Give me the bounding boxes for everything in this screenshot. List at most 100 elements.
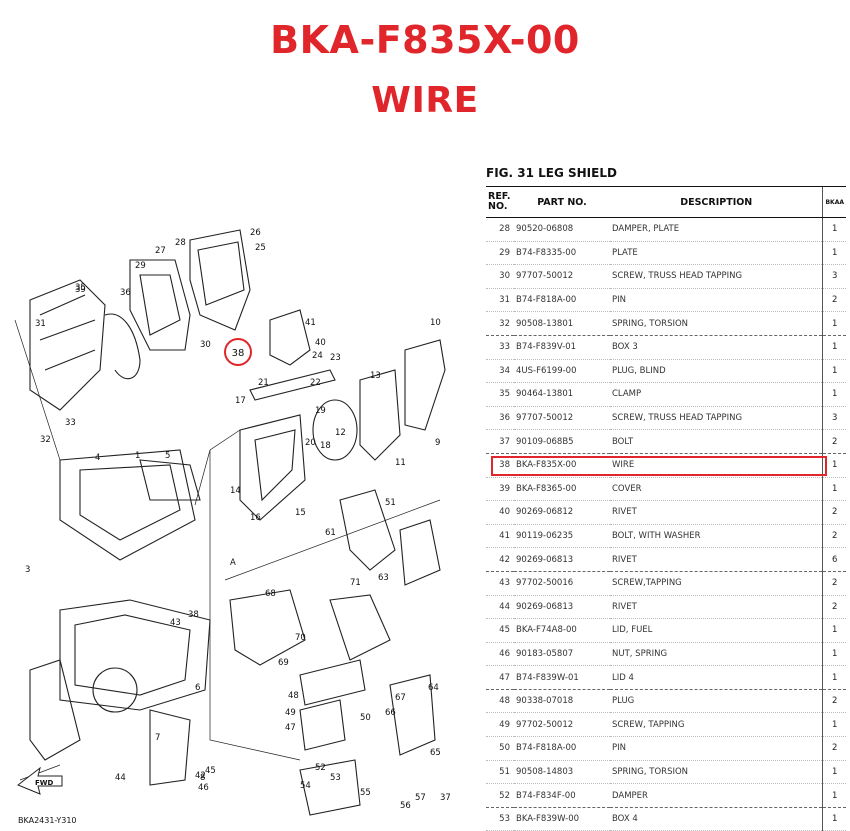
callout-label: 29 — [135, 261, 146, 271]
callout-label: 48 — [288, 691, 299, 701]
callout-label: 46 — [198, 783, 209, 793]
cell-qty: 1 — [822, 382, 846, 407]
callout-label: 4 — [95, 453, 100, 463]
cell-part-no: 97707-50012 — [514, 264, 610, 289]
cell-desc: LID 4 — [610, 665, 823, 690]
callout-label: 40 — [315, 338, 326, 348]
callout-label: 54 — [300, 781, 311, 791]
cell-part-no: 97702-50012 — [514, 712, 610, 738]
cell-ref: 45 — [486, 618, 514, 643]
callout-38-highlight: 38 — [232, 348, 245, 359]
cell-qty: 1 — [822, 241, 846, 266]
callout-label: 49 — [285, 708, 296, 718]
callout-label: 53 — [330, 773, 341, 783]
callout-label: 6 — [195, 683, 200, 693]
callout-label: 33 — [65, 418, 76, 428]
cell-qty: 2 — [822, 500, 846, 525]
cell-qty: 2 — [822, 689, 846, 714]
callout-label: 35 — [75, 283, 86, 293]
cell-part-no: B74-F818A-00 — [514, 288, 610, 313]
highlighted-row-outline — [491, 456, 827, 476]
cell-ref: 34 — [486, 359, 514, 384]
cell-ref: 39 — [486, 477, 514, 502]
cell-part-no: BKA-F8365-00 — [514, 477, 610, 502]
cell-desc: BOX 3 — [610, 335, 823, 360]
fwd-label: FWD — [35, 779, 54, 787]
cell-ref: 37 — [486, 429, 514, 454]
cell-part-no: 90508-13801 — [514, 311, 610, 336]
cell-desc: PIN — [610, 736, 823, 761]
cell-ref: 28 — [486, 217, 514, 242]
cell-qty: 1 — [822, 335, 846, 360]
callout-label: 31 — [35, 319, 46, 329]
callout-label: 56 — [400, 801, 411, 811]
cell-part-no: 4US-F6199-00 — [514, 359, 610, 384]
cell-part-no: 90269-06812 — [514, 500, 610, 525]
cell-desc: BOLT, WITH WASHER — [610, 524, 823, 549]
cell-ref: 53 — [486, 807, 514, 831]
callout-label: 50 — [360, 713, 371, 723]
callout-label: 47 — [285, 723, 296, 733]
callout-label: 3 — [25, 565, 30, 575]
cell-desc: SPRING, TORSION — [610, 311, 823, 336]
diagram-code: BKA2431-Y310 — [18, 816, 77, 825]
cell-part-no: 90520-06808 — [514, 217, 610, 242]
callout-label: 41 — [305, 318, 316, 328]
table-header-row: REF. NO. PART NO. DESCRIPTION BKAA — [486, 186, 846, 218]
cell-desc: RIVET — [610, 595, 823, 620]
callout-label: 8 — [200, 773, 205, 783]
callout-label: 5 — [165, 451, 170, 461]
callout-label: 19 — [315, 406, 326, 416]
callout-label: 42 — [195, 771, 206, 781]
cell-part-no: 90508-14803 — [514, 760, 610, 785]
callout-label: 23 — [330, 353, 341, 363]
callout-label: 15 — [295, 508, 306, 518]
callout-label: 38 — [188, 610, 199, 620]
callout-label: 22 — [310, 378, 321, 388]
callout-label: A — [230, 558, 236, 568]
figure-caption: FIG. 31 LEG SHIELD — [486, 166, 617, 180]
cell-qty: 2 — [822, 524, 846, 549]
cell-qty: 1 — [822, 217, 846, 242]
cell-qty: 3 — [822, 406, 846, 431]
callout-label: 43 — [170, 618, 181, 628]
cell-ref: 31 — [486, 288, 514, 313]
cell-desc: SCREW, TRUSS HEAD TAPPING — [610, 264, 823, 289]
exploded-parts-diagram: 38 1234567891011121314151617181920212223… — [14, 228, 451, 825]
cell-desc: BOLT — [610, 429, 823, 454]
cell-desc: BOX 4 — [610, 807, 823, 831]
callout-label: 55 — [360, 788, 371, 798]
callout-label: 28 — [175, 238, 186, 248]
cell-part-no: B74-F839W-01 — [514, 665, 610, 690]
callout-label: 70 — [295, 633, 306, 643]
cell-qty: 1 — [822, 783, 846, 808]
cell-part-no: B74-F834F-00 — [514, 783, 610, 808]
cell-part-no: 97702-50016 — [514, 571, 610, 596]
cell-desc: CLAMP — [610, 382, 823, 407]
callout-label: 61 — [325, 528, 336, 538]
callout-label: 39 — [75, 285, 86, 295]
cell-ref: 51 — [486, 760, 514, 785]
callout-label: 24 — [312, 351, 323, 361]
cell-part-no: B74-F839V-01 — [514, 335, 610, 360]
cell-ref: 49 — [486, 712, 514, 738]
callout-label: 16 — [250, 513, 261, 523]
cell-part-no: 90183-05807 — [514, 642, 610, 667]
callout-label: 21 — [258, 378, 269, 388]
cell-ref: 41 — [486, 524, 514, 549]
callout-label: 27 — [155, 246, 166, 256]
cell-qty: 1 — [822, 477, 846, 502]
callout-label: 18 — [320, 441, 331, 451]
cell-desc: SPRING, TORSION — [610, 760, 823, 785]
cell-part-no: 90269-06813 — [514, 547, 610, 572]
